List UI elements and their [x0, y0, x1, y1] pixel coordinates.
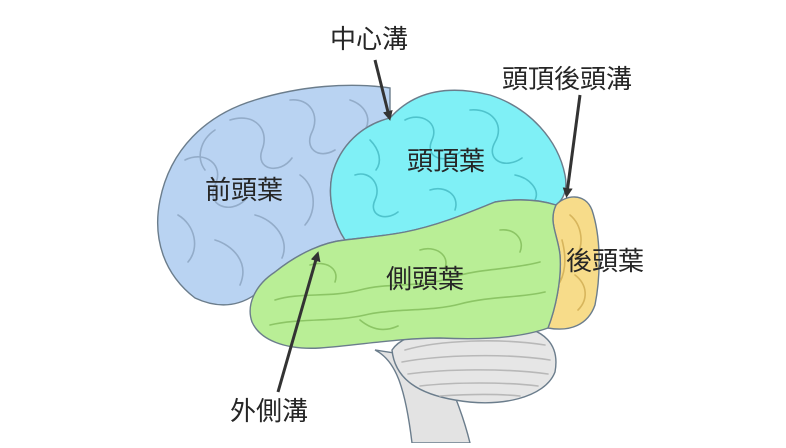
parieto-occipital-sulcus-arrow [562, 94, 582, 198]
cerebellum [391, 323, 557, 404]
parietal-lobe-label: 頭頂葉 [407, 147, 485, 177]
occipital-lobe-label: 後頭葉 [566, 247, 644, 277]
occipital-lobe [547, 196, 600, 330]
frontal-lobe [156, 84, 391, 306]
central-sulcus-label: 中心溝 [330, 25, 408, 55]
temporal-lobe [249, 199, 562, 349]
temporal-lobe-label: 側頭葉 [386, 265, 464, 295]
central-sulcus-arrow [373, 59, 393, 121]
parieto-occipital-sulcus-label: 頭頂後頭溝 [502, 65, 632, 95]
lateral-sulcus-arrow [276, 251, 321, 393]
frontal-lobe-label: 前頭葉 [205, 176, 283, 206]
lateral-sulcus-label: 外側溝 [230, 397, 308, 427]
